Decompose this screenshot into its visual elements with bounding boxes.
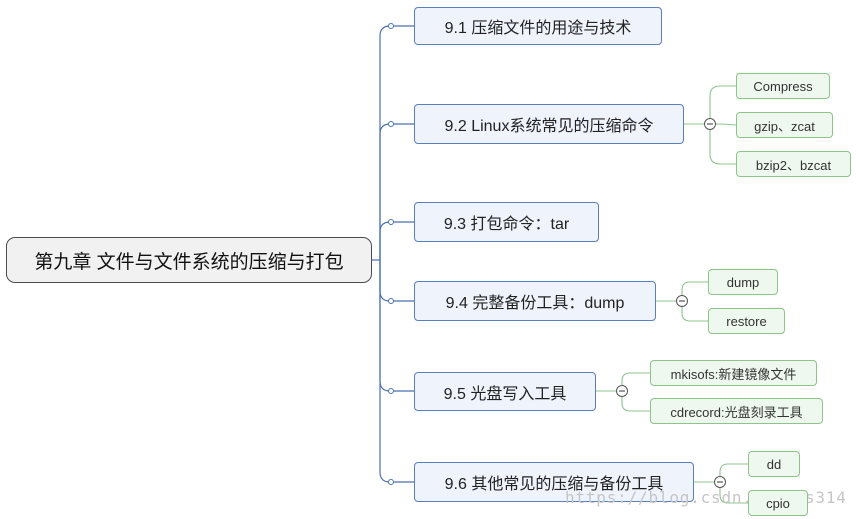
connector-9-2	[379, 123, 414, 260]
subtopic-label: dump	[726, 274, 760, 290]
subtopic-label: Compress	[753, 78, 813, 94]
subtopic-label: cpio	[766, 495, 790, 511]
subtopic-label: restore	[726, 313, 767, 329]
connector-9-5	[379, 260, 414, 392]
topic-9-6: 9.6 其他常见的压缩与备份工具	[414, 462, 694, 502]
connector-9-3	[379, 221, 414, 260]
subtopic-dump: dump	[708, 269, 778, 295]
topic-9-2: 9.2 Linux系统常见的压缩命令	[414, 104, 684, 144]
subtopic-compress: Compress	[736, 73, 830, 99]
subtopic-restore: restore	[708, 308, 785, 334]
collapse-minus-icon	[616, 385, 628, 397]
collapse-minus-icon	[704, 118, 716, 130]
connector-dd	[719, 463, 748, 477]
collapse-minus-icon	[714, 476, 726, 488]
subtopic-dd: dd	[748, 451, 800, 477]
connector-bzip2-bzcat	[709, 129, 736, 165]
connector-gzip-zcat	[715, 123, 737, 126]
connector-compress	[709, 85, 736, 119]
junction-dot	[388, 479, 394, 485]
subtopic-label: bzip2、bzcat	[755, 157, 832, 173]
topic-label: 9.6 其他常见的压缩与备份工具	[444, 476, 664, 493]
connector-cdrecord	[621, 396, 650, 412]
connector-9-1	[379, 25, 414, 260]
subtopic-label: dd	[766, 456, 782, 472]
topic-9-1: 9.1 压缩文件的用途与技术	[414, 7, 662, 45]
topic-9-5: 9.5 光盘写入工具	[414, 372, 596, 411]
connector-9-4	[379, 260, 414, 302]
subtopic-gzip-zcat: gzip、zcat	[736, 112, 833, 138]
subtopic-bzip2-bzcat: bzip2、bzcat	[736, 151, 851, 177]
subtopic-cpio: cpio	[748, 490, 808, 516]
subtopic-cdrecord: cdrecord:光盘刻录工具	[650, 398, 823, 424]
junction-dot	[388, 121, 394, 127]
collapse-minus-icon	[676, 295, 688, 307]
topic-9-4: 9.4 完整备份工具：dump	[414, 281, 656, 321]
connector-dump	[681, 281, 708, 296]
connector-cpio	[719, 487, 748, 504]
junction-dot	[388, 23, 394, 29]
subtopic-mkisofs: mkisofs:新建镜像文件	[650, 360, 817, 386]
root-topic: 第九章 文件与文件系统的压缩与打包	[6, 237, 372, 283]
topic-9-3: 9.3 打包命令：tar	[414, 202, 599, 242]
root-topic-label: 第九章 文件与文件系统的压缩与打包	[34, 251, 344, 273]
topic-label: 9.4 完整备份工具：dump	[445, 295, 625, 312]
junction-dot	[388, 219, 394, 225]
connector-mkisofs	[621, 372, 650, 386]
topic-label: 9.5 光盘写入工具	[443, 385, 567, 403]
topic-label: 9.2 Linux系统常见的压缩命令	[444, 118, 654, 135]
subtopic-label: cdrecord:光盘刻录工具	[670, 404, 803, 420]
junction-dot	[388, 298, 394, 304]
junction-dot	[388, 388, 394, 394]
subtopic-label: gzip、zcat	[754, 118, 815, 134]
subtopic-label: mkisofs:新建镜像文件	[670, 366, 797, 382]
connector-9-6	[379, 260, 414, 483]
topic-label: 9.1 压缩文件的用途与技术	[444, 20, 632, 37]
topic-label: 9.3 打包命令：tar	[443, 216, 570, 233]
connector-restore	[681, 306, 708, 322]
